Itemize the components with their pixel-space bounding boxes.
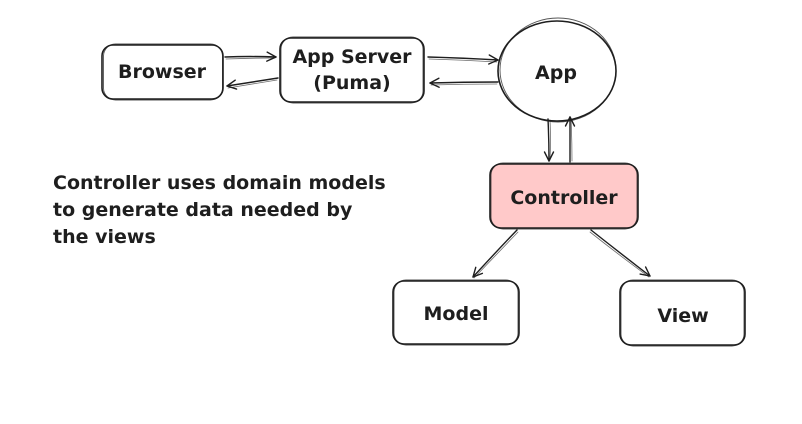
view-node: View [619, 279, 746, 347]
arrow-app-server-to-browser [226, 77, 279, 90]
model-label: Model [424, 303, 489, 325]
model-node: Model [392, 279, 520, 346]
browser-node: Browser [101, 43, 224, 101]
arrow-controller-to-model [472, 229, 518, 278]
app-server-node: App Server (Puma) [279, 36, 425, 104]
note-line-2: to generate data needed by [53, 199, 353, 221]
arrow-app-server-to-app [427, 54, 499, 65]
app-server-label-line2: (Puma) [313, 72, 390, 94]
app-server-label-line1: App Server [292, 46, 412, 68]
arrow-controller-to-view [590, 229, 651, 277]
arrow-app-to-controller [543, 118, 555, 162]
arrow-browser-to-app-server [224, 51, 277, 62]
controller-box [489, 163, 639, 229]
controller-node: Controller [489, 162, 639, 230]
connectors [224, 51, 651, 279]
note-line-1: Controller uses domain models [53, 172, 386, 194]
controller-label: Controller [510, 187, 618, 209]
app-node: App [497, 17, 617, 123]
annotation-note: Controller uses domain models to generat… [53, 170, 413, 251]
note-line-3: the views [53, 226, 156, 248]
browser-label: Browser [118, 61, 207, 83]
arrow-app-to-app-server [429, 77, 499, 88]
view-label: View [657, 305, 708, 327]
app-label: App [535, 62, 577, 84]
